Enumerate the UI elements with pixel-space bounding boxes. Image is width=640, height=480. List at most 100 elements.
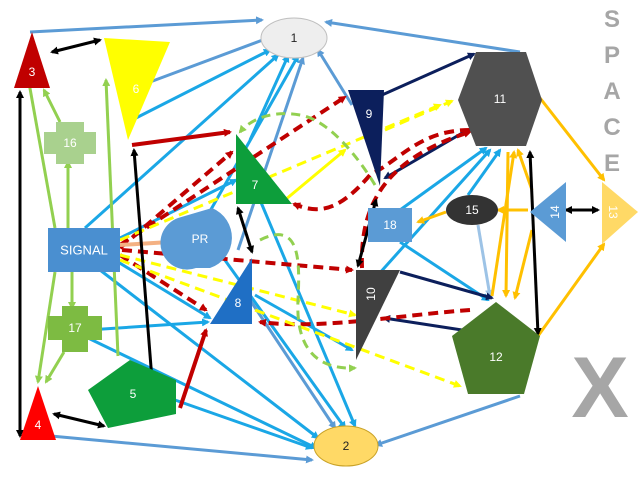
edge-8-to-2 <box>248 299 337 430</box>
edge-4-5-bidirectional <box>52 411 106 429</box>
edge-11-to-12-orange <box>502 151 511 298</box>
edge-12-to-13 <box>536 242 606 337</box>
node-9-label: 9 <box>366 107 373 121</box>
edge-7-8-bidirectional <box>236 206 254 254</box>
edge-18-to-11 <box>399 146 488 212</box>
edge-17-to-4 <box>44 351 66 384</box>
brand-letter-a: A <box>603 78 621 105</box>
edge-16-to-3 <box>42 88 62 123</box>
edge-17-to-2 <box>87 336 318 450</box>
node-2-label: 2 <box>343 439 350 453</box>
brand-letter-s: S <box>603 6 620 33</box>
node-7[interactable]: 7 <box>236 134 292 204</box>
node-5-label: 5 <box>130 387 137 401</box>
edge-10-to-12 <box>399 270 494 301</box>
node-13-label: 13 <box>606 205 620 219</box>
node-9[interactable]: 9 <box>348 90 384 186</box>
edge-18-to-12 <box>399 240 490 302</box>
node-10[interactable]: 10 <box>356 270 400 360</box>
edge-11-to-1 <box>324 18 521 54</box>
edge-signal-to-4 <box>34 271 57 384</box>
edge-9-to-7-green-dashed <box>238 112 377 186</box>
node-12-label: 12 <box>489 350 503 364</box>
edge-3-6-bidirectional <box>50 37 102 55</box>
node-7-label: 7 <box>252 178 259 192</box>
edge-signal-to-1 <box>83 53 280 230</box>
node-14[interactable]: 14 <box>530 182 566 242</box>
brand-letter-p: P <box>603 42 620 69</box>
node-4-label: 4 <box>35 418 42 432</box>
edge-15-to-18 <box>416 210 447 224</box>
edge-signal-to-12-yellow <box>119 258 462 388</box>
node-6[interactable]: 6 <box>104 38 170 140</box>
node-3-label: 3 <box>29 65 36 79</box>
edge-3-to-1 <box>29 16 264 34</box>
edge-6-to-1 <box>149 36 270 84</box>
edge-14-to-12 <box>512 229 534 300</box>
node-18-label: 18 <box>383 218 397 232</box>
edge-5-to-2 <box>174 398 314 450</box>
node-5[interactable]: 5 <box>88 360 176 428</box>
node-6-label: 6 <box>133 82 140 96</box>
edge-12-to-11-orange <box>490 150 518 297</box>
edge-11-to-13 <box>538 97 606 182</box>
node-17[interactable]: 17 <box>48 306 102 352</box>
node-1[interactable]: 1 <box>260 17 328 59</box>
edge-4-to-2 <box>39 433 314 464</box>
node-11-label: 11 <box>494 92 507 106</box>
edge-9-to-1 <box>316 48 354 106</box>
edge-9-to-11 <box>381 52 476 97</box>
edge-7-to-1 <box>248 54 290 141</box>
node-8[interactable]: 8 <box>210 258 252 324</box>
node-4[interactable]: 4 <box>20 386 56 440</box>
brand-x-mark: X <box>571 340 629 436</box>
node-18[interactable]: 18 <box>368 208 412 242</box>
node-pr[interactable]: PR <box>160 208 232 270</box>
node-17-label: 17 <box>68 321 82 335</box>
node-14-label: 14 <box>548 205 562 219</box>
edge-6-to-7 <box>131 128 232 147</box>
edge-signal-to-10-dashed <box>121 248 354 274</box>
node-16[interactable]: 16 <box>44 122 96 164</box>
edge-11-to-7-dashed <box>292 128 471 212</box>
edge-12-to-10 <box>382 314 463 332</box>
node-8-label: 8 <box>235 296 242 310</box>
brand-letter-e: E <box>603 150 620 177</box>
node-3[interactable]: 3 <box>14 32 50 88</box>
edges <box>16 16 606 464</box>
node-10-label: 10 <box>364 287 378 301</box>
edge-5-to-8 <box>178 328 208 409</box>
node-signal[interactable]: SIGNAL <box>48 228 120 272</box>
nodes: 1 2 3 4 5 6 7 <box>14 17 638 467</box>
node-2[interactable]: 2 <box>313 425 379 467</box>
edge-7-to-9-yellow <box>284 148 347 202</box>
node-12[interactable]: 12 <box>452 302 540 394</box>
edge-6-5-bidirectional <box>130 148 156 382</box>
node-signal-label: SIGNAL <box>60 242 108 257</box>
brand-letter-c: C <box>603 114 621 141</box>
edge-signal-to-8 <box>117 260 212 320</box>
edge-6b-to-1 <box>131 48 272 122</box>
edge-signal-to-3 <box>23 64 57 229</box>
node-16-label: 16 <box>63 136 77 150</box>
edge-pr-to-2 <box>210 241 347 430</box>
node-13[interactable]: 13 <box>602 182 638 244</box>
edge-12-to-2 <box>374 394 521 447</box>
edge-signal-to-18-yellow <box>119 103 442 242</box>
edge-8-to-10-green-dashed <box>259 233 357 373</box>
edge-15-to-11 <box>466 148 502 196</box>
node-15[interactable]: 15 <box>446 195 498 225</box>
edge-signal-to-9-dashed <box>118 95 347 247</box>
node-pr-label: PR <box>192 232 209 246</box>
edge-7-to-2 <box>258 199 357 428</box>
edge-5-to-6 <box>102 78 120 357</box>
node-1-label: 1 <box>291 31 298 45</box>
edge-11-12-bidirectional <box>526 150 542 336</box>
edge-15-to-12 <box>476 224 493 298</box>
edge-10-to-11 <box>376 148 492 277</box>
edge-pr-to-1 <box>203 54 300 221</box>
node-11[interactable]: 11 <box>458 52 542 146</box>
node-15-label: 15 <box>465 203 479 217</box>
